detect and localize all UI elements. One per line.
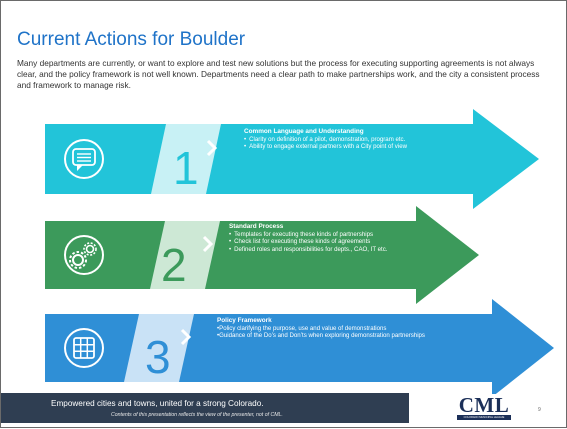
row-1-title: Common Language and Understanding	[244, 128, 364, 135]
logo-subtext: COLORADO MUNICIPAL LEAGUE	[457, 415, 511, 420]
row-3-title: Policy Framework	[217, 317, 272, 324]
row-2-text: Standard Process Templates for executing…	[229, 223, 387, 253]
footer-disclaimer: Contents of this presentation reflects t…	[111, 412, 283, 418]
gears-icon	[69, 242, 97, 269]
row-2-title: Standard Process	[229, 223, 284, 230]
row-1-text: Common Language and Understanding Clarit…	[244, 128, 407, 151]
row-3-item: Policy clarifying the purpose, use and v…	[217, 325, 457, 333]
row-3-arrow: 3	[45, 299, 554, 397]
row-1-number: 1	[173, 142, 199, 194]
row-2-item: Defined roles and responsibilities for d…	[229, 246, 387, 254]
cml-logo: CML COLORADO MUNICIPAL LEAGUE	[455, 394, 513, 420]
row-3-chevron-icon	[180, 328, 192, 346]
row-1-chevron-icon	[206, 139, 218, 157]
footer-bar	[1, 393, 409, 423]
logo-text: CML	[458, 393, 510, 417]
row-1-item: Ability to engage external partners with…	[244, 143, 407, 151]
row-2-chevron-icon	[202, 235, 214, 253]
row-1-item: Clarity on definition of a pilot, demons…	[244, 136, 407, 144]
row-1-arrow: 1	[45, 109, 539, 209]
chat-bubble-icon	[72, 148, 96, 171]
intro-paragraph: Many departments are currently, or want …	[17, 58, 540, 90]
row-2-item: Templates for executing these kinds of p…	[229, 231, 387, 239]
slide-title: Current Actions for Boulder	[17, 29, 246, 50]
row-2-number: 2	[161, 239, 187, 291]
page-number: 9	[538, 407, 541, 413]
row-2-arrow: 2	[45, 206, 479, 304]
row-3-text: Policy Framework Policy clarifying the p…	[217, 317, 457, 340]
grid-icon	[73, 337, 95, 359]
row-2-item: Check list for executing these kinds of …	[229, 238, 387, 246]
row-3-number: 3	[145, 331, 171, 383]
footer-tagline: Empowered cities and towns, united for a…	[51, 399, 264, 408]
row-3-item: Guidance of the Do’s and Don’ts when exp…	[217, 332, 457, 340]
